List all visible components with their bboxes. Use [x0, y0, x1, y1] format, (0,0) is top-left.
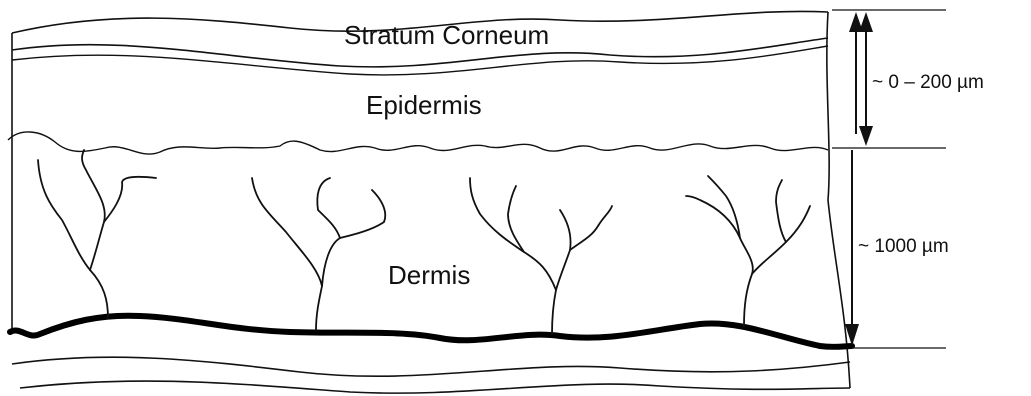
capillary-group-4 [686, 176, 810, 326]
epidermis-thickness-label: ~ 0 – 200 µm [872, 73, 984, 92]
epidermis-arrowhead-bottom [859, 126, 873, 146]
right-edge [827, 12, 850, 388]
subdermal-vessel [10, 316, 852, 347]
epidermis-arrowhead-top-2 [859, 12, 873, 32]
epidermis-dermis-junction [8, 132, 828, 154]
bottom-boundary-line [12, 357, 850, 376]
dermis-label: Dermis [388, 262, 470, 288]
stratum-corneum-inner-boundary [12, 46, 828, 75]
capillary-group-3 [470, 178, 612, 334]
capillary-group-1 [38, 150, 156, 318]
stratum-corneum-label: Stratum Corneum [344, 22, 549, 48]
bottom-outer-line [20, 381, 850, 393]
epidermis-label: Epidermis [366, 92, 482, 118]
capillary-group-2 [252, 178, 385, 330]
dermis-thickness-label: ~ 1000 µm [858, 237, 949, 256]
